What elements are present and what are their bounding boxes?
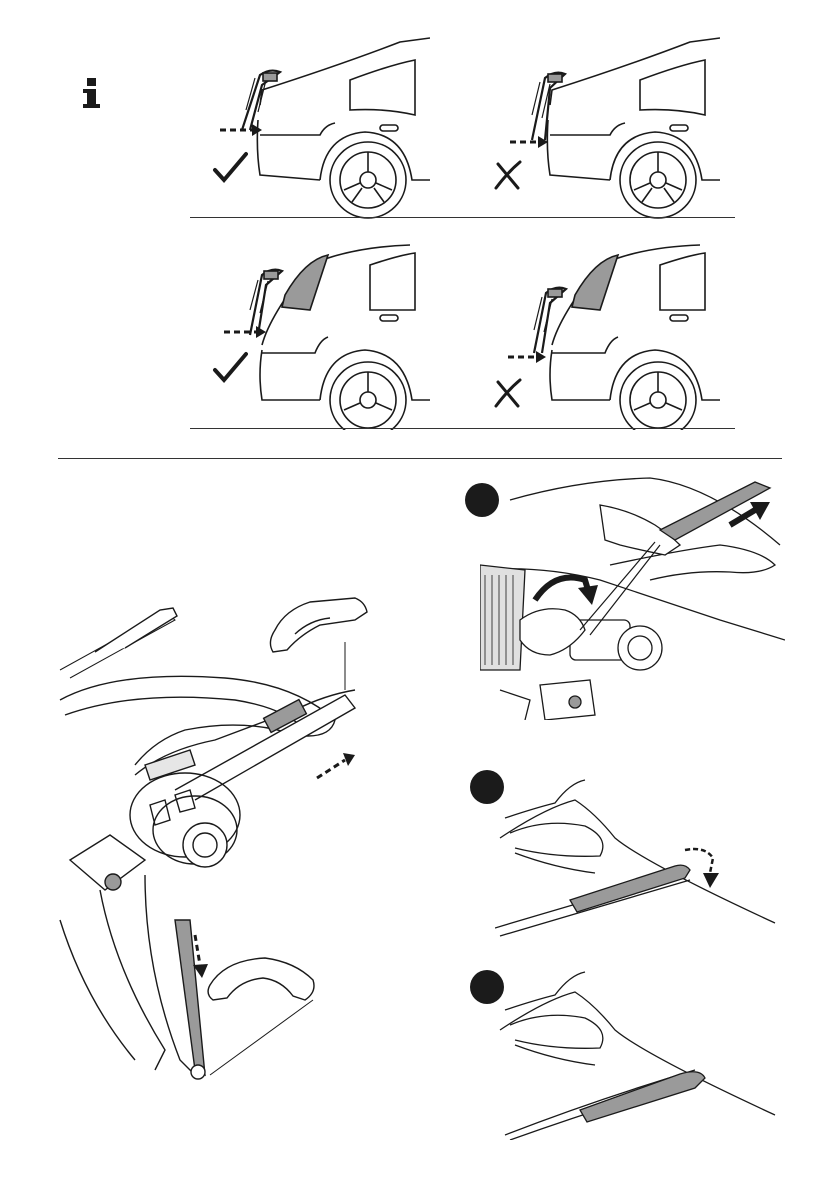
step-3-clip-closed-illustration xyxy=(495,970,780,1140)
info-icon xyxy=(80,78,104,108)
step-1-strap-release-illustration xyxy=(480,470,785,720)
section-divider xyxy=(58,458,782,459)
checkmark-icon xyxy=(212,150,248,186)
cross-icon xyxy=(490,158,526,194)
step-2-clip-fold-illustration xyxy=(495,778,780,938)
cross-icon xyxy=(490,376,526,412)
sedan-correct-panel xyxy=(200,30,430,220)
rack-clip-assembly-illustration xyxy=(55,590,400,1085)
divider-sedan-row xyxy=(190,217,735,218)
hatchback-correct-panel xyxy=(200,235,430,430)
divider-hatchback-row xyxy=(190,428,735,429)
checkmark-icon xyxy=(212,350,248,386)
